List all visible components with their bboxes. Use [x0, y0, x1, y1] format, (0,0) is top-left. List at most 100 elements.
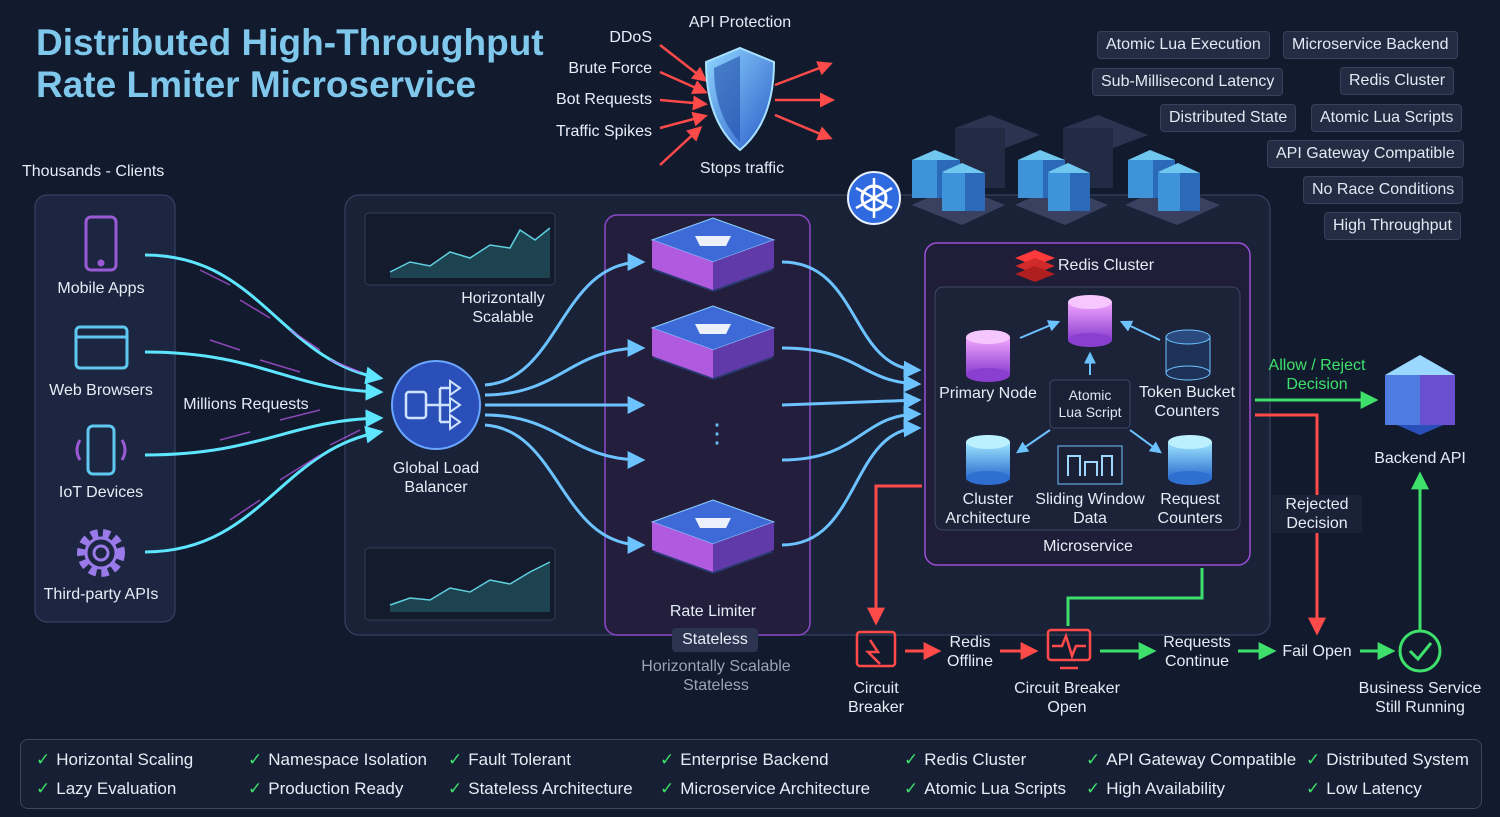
- redis-sliding-window: Sliding Window Data: [1035, 491, 1145, 527]
- traffic-particles: [199, 269, 361, 521]
- client-third-party-label: Third-party APIs: [43, 586, 159, 603]
- client-web-label: Web Browsers: [49, 382, 153, 399]
- feature-label: High Availability: [1106, 779, 1226, 798]
- feature-label: Stateless Architecture: [468, 779, 633, 798]
- tag: Atomic Lua Execution: [1097, 31, 1270, 59]
- feature-label: Enterprise Backend: [680, 750, 829, 769]
- lb-to-rate-limiter-flows: [484, 253, 646, 554]
- redis-logo-icon: [1015, 250, 1055, 282]
- database-icon: [966, 295, 1212, 485]
- check-icon: ✓: [660, 750, 675, 769]
- clients-header: Thousands - Clients: [22, 163, 165, 180]
- tag: API Gateway Compatible: [1267, 140, 1464, 168]
- feature-item: ✓ High Availability: [1086, 779, 1225, 799]
- check-icon: ✓: [1306, 779, 1321, 798]
- client-mobile-label: Mobile Apps: [57, 280, 145, 297]
- check-icon: ✓: [904, 779, 919, 798]
- feature-label: Microservice Architecture: [680, 779, 871, 798]
- gear-icon: [77, 529, 125, 577]
- client-request-flows: [144, 253, 384, 554]
- redis-internal-arrows: [1016, 320, 1162, 454]
- threat-arrows: [659, 44, 835, 166]
- stateless-badge: Stateless: [672, 628, 758, 652]
- tag: Atomic Lua Scripts: [1311, 104, 1463, 132]
- browser-icon: [74, 325, 129, 370]
- redis-atomic-lua-script: Atomic Lua Script: [1058, 387, 1122, 420]
- tag: No Race Conditions: [1303, 176, 1464, 204]
- check-icon: ✓: [1306, 750, 1321, 769]
- check-icon: ✓: [904, 750, 919, 769]
- more-instances-ellipsis: ⋮: [704, 418, 730, 448]
- monitor-pulse-icon: [1046, 628, 1092, 670]
- feature-label: API Gateway Compatible: [1106, 750, 1297, 769]
- redis-cluster-architecture: Cluster Architecture: [945, 491, 1031, 527]
- tag: Redis Cluster: [1340, 67, 1455, 95]
- requests-continue-label: Requests Continue: [1163, 634, 1231, 670]
- circuit-breaker-icon: [855, 630, 897, 668]
- backend-api-label: Backend API: [1374, 450, 1466, 467]
- title-line-2: Rate Lmiter Microservice: [36, 64, 477, 105]
- rate-limiter-to-redis-flows: [781, 260, 922, 547]
- redis-token-bucket: Token Bucket Counters: [1138, 384, 1236, 420]
- server-cluster: [912, 115, 1220, 225]
- kubernetes-icon: [847, 171, 901, 225]
- feature-label: Horizontal Scaling: [56, 750, 194, 769]
- allow-reject-label: Allow / Reject Decision: [1268, 357, 1366, 393]
- feature-item: ✓ Stateless Architecture: [448, 779, 633, 799]
- check-icon: ✓: [1086, 779, 1101, 798]
- feature-item: ✓ Distributed System: [1306, 750, 1469, 770]
- tag: Sub-Millisecond Latency: [1092, 68, 1284, 96]
- decision-arrows: [1255, 391, 1429, 636]
- threat-bot-requests: Bot Requests: [555, 91, 652, 108]
- rate-limiter-caption: Horizontally Scalable Stateless: [641, 658, 791, 694]
- feature-item: ✓ Horizontal Scaling: [36, 750, 193, 770]
- feature-item: ✓Namespace Isolation: [248, 750, 427, 770]
- check-icon: ✓: [1086, 750, 1101, 769]
- feature-item: ✓ Lazy Evaluation: [36, 779, 176, 799]
- failure-flow-arrows: [867, 484, 1396, 660]
- threat-brute-force: Brute Force: [568, 60, 652, 77]
- feature-label: Distributed System: [1326, 750, 1469, 769]
- clients-panel: [34, 194, 176, 623]
- feature-item: ✓ Low Latency: [1306, 779, 1422, 799]
- feature-label: Redis Cluster: [924, 750, 1027, 769]
- millions-requests-label: Millions Requests: [183, 396, 309, 413]
- redis-cluster-title: Redis Cluster: [1058, 257, 1155, 274]
- check-circle-icon: [1398, 629, 1442, 673]
- feature-item: ✓ Fault Tolerant: [448, 750, 571, 770]
- lua-script-box: [1049, 379, 1131, 429]
- feature-item: ✓ Atomic Lua Scripts: [904, 779, 1066, 799]
- throughput-chart-top: [364, 212, 556, 286]
- protection-title: API Protection: [688, 14, 792, 31]
- check-icon: ✓: [448, 779, 463, 798]
- business-running-label: Business Service Still Running: [1358, 680, 1482, 716]
- title-line-1: Distributed High-Throughput: [36, 22, 544, 63]
- microservice-label: Microservice: [1043, 538, 1133, 555]
- client-iot-label: IoT Devices: [58, 484, 144, 501]
- docker-container-icon: [650, 217, 776, 574]
- protection-result: Stops traffic: [699, 160, 785, 177]
- feature-label: Atomic Lua Scripts: [924, 779, 1066, 798]
- backend-server-icon: [1385, 355, 1455, 435]
- smartphone-icon: [84, 215, 118, 272]
- circuit-breaker-label: Circuit Breaker: [847, 680, 905, 716]
- feature-item: ✓ API Gateway Compatible: [1086, 750, 1296, 770]
- check-icon: ✓: [36, 779, 51, 798]
- tag: Distributed State: [1160, 104, 1297, 132]
- check-icon: ✓: [248, 750, 263, 769]
- feature-item: ✓ Enterprise Backend: [660, 750, 829, 770]
- feature-label: Lazy Evaluation: [56, 779, 177, 798]
- rate-limiter-label: Rate Limiter: [669, 603, 757, 620]
- feature-label: Low Latency: [1326, 779, 1422, 798]
- check-icon: ✓: [448, 750, 463, 769]
- redis-request-counters: Request Counters: [1157, 491, 1223, 527]
- feature-item: ✓ Microservice Architecture: [660, 779, 870, 799]
- threat-ddos: DDoS: [609, 29, 652, 46]
- throughput-chart-bottom: [364, 547, 556, 621]
- shield-icon: [704, 46, 776, 152]
- check-icon: ✓: [36, 750, 51, 769]
- check-icon: ✓: [660, 779, 675, 798]
- feature-label: Fault Tolerant: [468, 750, 571, 769]
- redis-offline-label: Redis Offline: [947, 634, 993, 670]
